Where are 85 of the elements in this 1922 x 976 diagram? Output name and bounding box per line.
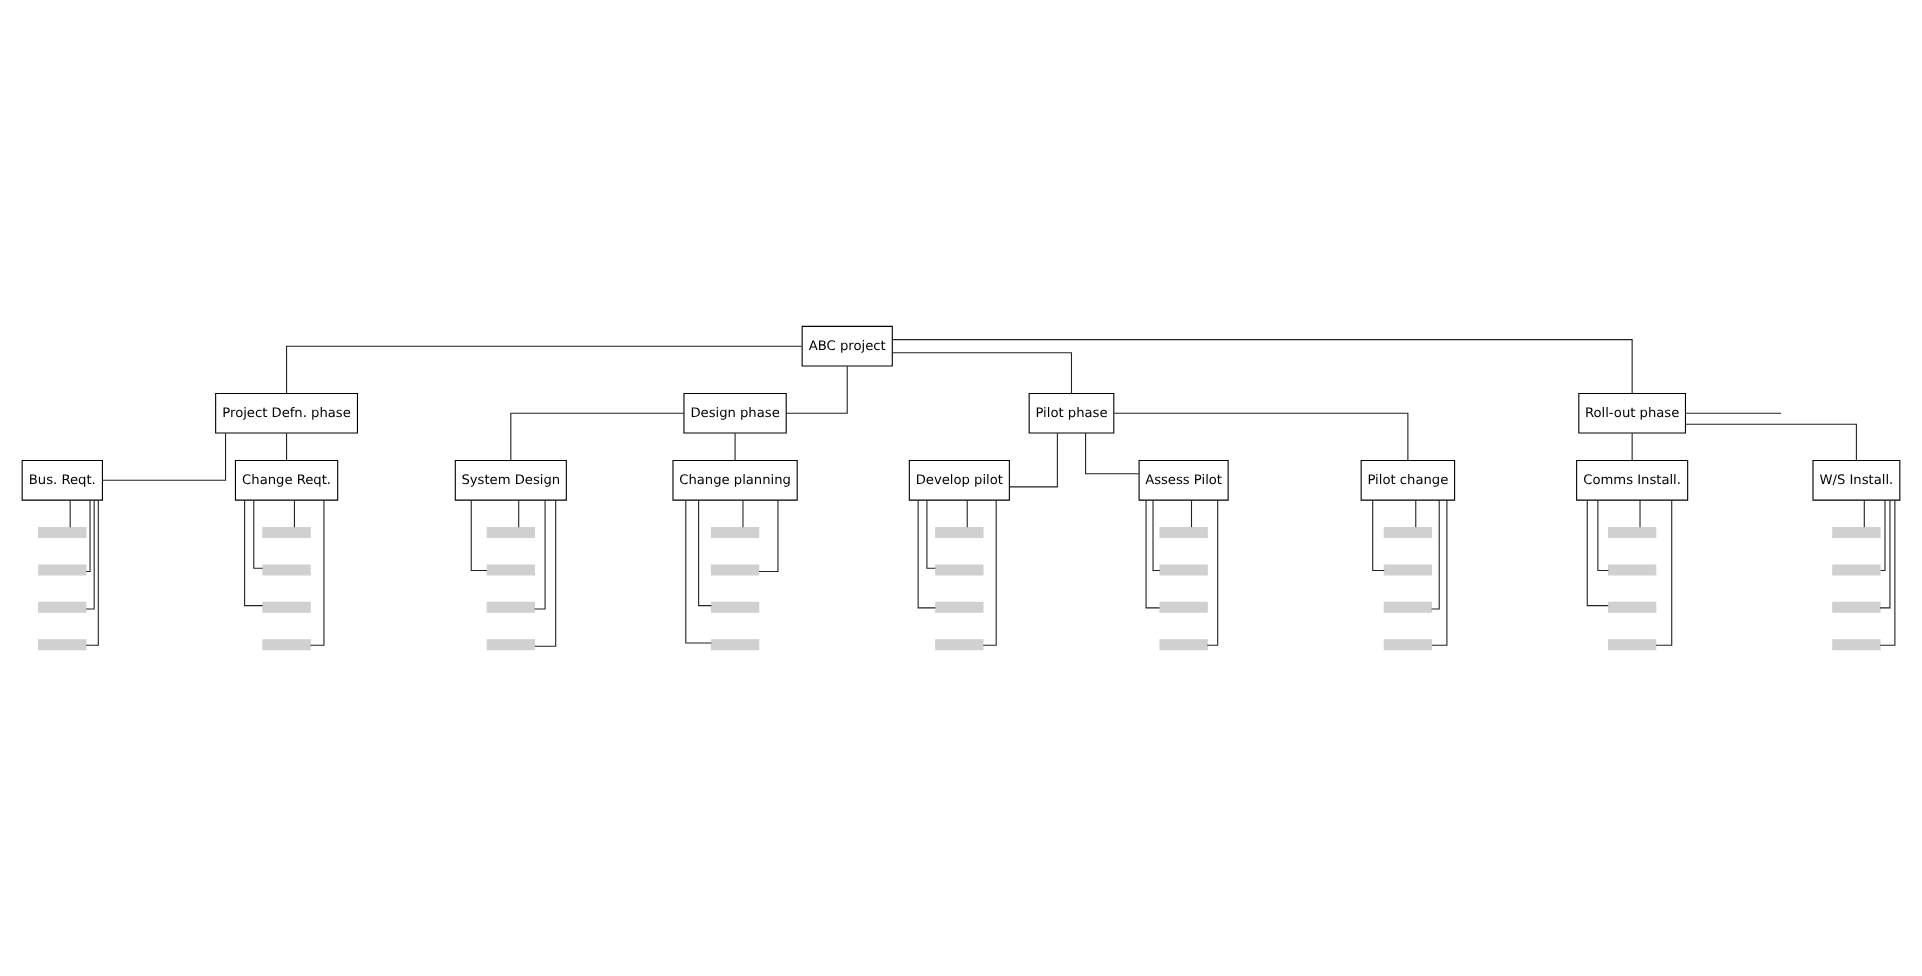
connector [1008, 432, 1058, 488]
connector [1372, 499, 1385, 571]
node-bar [1383, 527, 1433, 538]
node-bar [1159, 639, 1208, 651]
connector [85, 499, 91, 573]
connector [1863, 499, 1865, 528]
node-bar [710, 639, 760, 651]
node-bar [710, 527, 760, 538]
connector [1597, 499, 1609, 571]
node-bar [262, 527, 311, 538]
connector [69, 499, 71, 528]
connector [1631, 432, 1633, 461]
node-bar [1832, 564, 1881, 576]
connector [734, 432, 736, 461]
connector [742, 499, 744, 528]
node-bar [38, 601, 87, 613]
connector [85, 499, 95, 610]
connector [534, 499, 557, 647]
node-bar [1383, 639, 1433, 651]
connector [244, 499, 264, 607]
node-bar [1607, 564, 1657, 576]
node-bar [38, 564, 87, 576]
node-bar [1383, 564, 1433, 576]
node-bar [486, 639, 535, 651]
node-bar [935, 639, 984, 651]
connector [1431, 499, 1448, 646]
connector [917, 499, 936, 609]
connector [1145, 499, 1161, 609]
connector [966, 499, 968, 528]
connector [1415, 499, 1417, 528]
connector [1206, 499, 1219, 646]
node-bar [1159, 601, 1208, 613]
connector [1152, 499, 1161, 571]
node-bar [935, 527, 984, 538]
connector [293, 499, 295, 528]
connector [891, 339, 1633, 394]
node-bar [486, 527, 535, 538]
connector [982, 499, 997, 646]
node-bar [262, 564, 311, 576]
node-bar [38, 639, 87, 651]
node-bar [1383, 601, 1433, 613]
node-bar [1607, 601, 1657, 613]
connector [685, 499, 712, 644]
node-bar [1832, 527, 1881, 538]
node-bar [1607, 527, 1657, 538]
node-bar [710, 601, 760, 613]
node-bar [486, 601, 535, 613]
connector [1879, 499, 1891, 609]
connector [1879, 499, 1896, 646]
connector [309, 499, 325, 646]
connector [1190, 499, 1193, 528]
connector [85, 499, 99, 646]
node-bar [486, 564, 535, 576]
node-bar [262, 601, 311, 613]
connector [286, 432, 288, 461]
connector [1085, 432, 1140, 475]
connector [698, 499, 712, 607]
connector [510, 412, 685, 461]
node-bar [1607, 639, 1657, 651]
node-bar [935, 601, 984, 613]
node-bar [1159, 564, 1208, 576]
connector [286, 345, 803, 394]
connector [1113, 412, 1409, 461]
node-bar [1832, 639, 1881, 651]
connector [1586, 499, 1609, 607]
connector [1685, 423, 1857, 461]
connector [785, 365, 848, 414]
connector [1431, 499, 1440, 610]
connector [253, 499, 264, 569]
connector [470, 499, 488, 571]
connector [534, 499, 546, 610]
connector [926, 499, 936, 569]
connector [1685, 412, 1782, 414]
node-bar [1832, 601, 1881, 613]
node-bar [1159, 527, 1208, 538]
node-bar [262, 639, 311, 651]
connector [1655, 499, 1673, 646]
node-bar [38, 527, 87, 538]
connector [1639, 499, 1641, 528]
node-bar [935, 564, 984, 576]
connector [518, 499, 520, 528]
connector [892, 352, 1073, 394]
node-bar [710, 564, 760, 576]
connector [102, 432, 227, 481]
connector [1880, 499, 1886, 571]
